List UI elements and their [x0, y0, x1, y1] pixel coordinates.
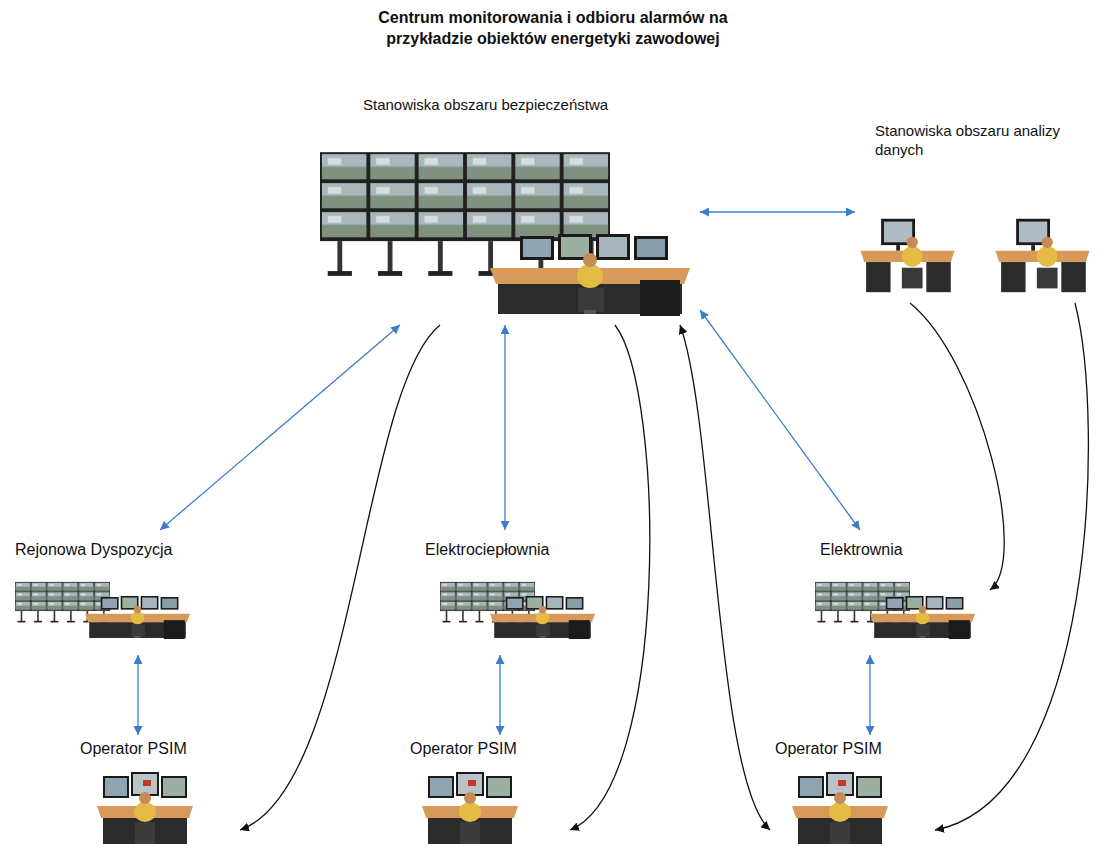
station-label: Elektrownia [820, 540, 903, 560]
station-group: Operator PSIM [75, 735, 240, 855]
link-arrow [504, 325, 505, 530]
flow-curve [935, 303, 1088, 830]
link-arrow [160, 325, 400, 530]
station-label: Operator PSIM [80, 739, 187, 759]
station-group: Stanowiska obszaru bezpieczeństwa [315, 90, 700, 325]
station-label: Rejonowa Dyspozycja [15, 540, 172, 560]
station-label: Operator PSIM [410, 739, 517, 759]
link-arrow [499, 655, 500, 735]
station-group: Elektrownia [810, 530, 990, 655]
link-arrow [700, 211, 855, 212]
station-label: Elektrociepłownia [425, 540, 550, 560]
diagram-title: Centrum monitorowania i odbioru alarmów … [318, 8, 788, 50]
link-arrow [869, 655, 870, 735]
station-group: Stanowiska obszaru analizy danych [855, 118, 1100, 303]
flow-curve [680, 325, 770, 830]
station-label: Stanowiska obszaru bezpieczeństwa [363, 96, 608, 115]
link-arrow [700, 310, 860, 530]
station-group: Rejonowa Dyspozycja [10, 530, 215, 655]
station-group: Elektrociepłownia [420, 530, 600, 655]
station-label: Stanowiska obszaru analizy danych [875, 122, 1080, 160]
station-group: Operator PSIM [770, 735, 935, 855]
link-arrow [137, 655, 138, 735]
flow-curve [570, 325, 650, 830]
flow-curve [910, 303, 1004, 590]
station-label: Operator PSIM [775, 739, 882, 759]
station-group: Operator PSIM [405, 735, 570, 855]
